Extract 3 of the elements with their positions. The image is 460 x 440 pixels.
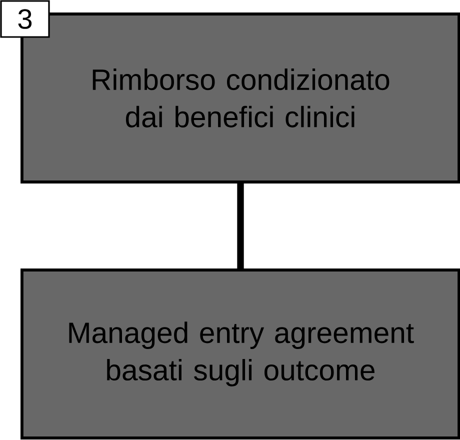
process-box: Managed entry agreement basati sugli outcome	[20, 268, 460, 440]
connector-line	[237, 183, 244, 269]
step-number: 3	[0, 0, 50, 38]
